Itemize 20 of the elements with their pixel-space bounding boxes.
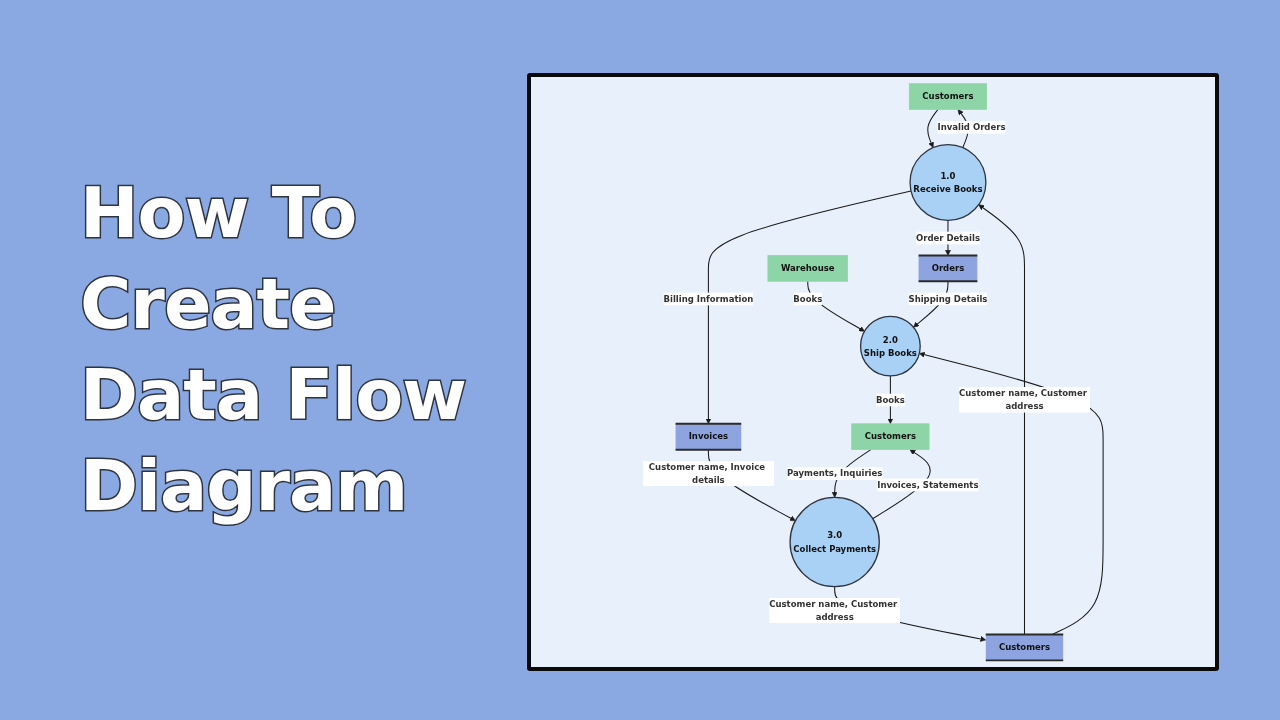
title: How To Create Data Flow Diagram	[80, 171, 467, 529]
edge-label: Books	[875, 394, 905, 405]
edge-label: Customer name, Invoice details	[648, 462, 765, 485]
node-box	[908, 83, 987, 110]
node-box	[851, 423, 930, 450]
node-circle	[909, 143, 987, 221]
edge-label: Shipping Details	[908, 293, 988, 304]
node-box	[767, 255, 848, 282]
edge-label: Books	[793, 293, 823, 304]
edge-label: Invalid Orders	[937, 122, 1006, 132]
edge-label: Customer name, Customer address	[769, 599, 898, 622]
edge-label: Payments, Inquiries	[787, 468, 883, 479]
edge-label: Order Details	[915, 232, 980, 243]
node-circle	[789, 496, 880, 588]
edge-label: Customer name, Customer address	[959, 388, 1087, 411]
node-circle	[859, 315, 921, 377]
arrow	[978, 204, 1026, 636]
edge-label: Billing Information	[663, 293, 754, 304]
arrow	[919, 351, 1104, 636]
arrow	[927, 108, 939, 148]
